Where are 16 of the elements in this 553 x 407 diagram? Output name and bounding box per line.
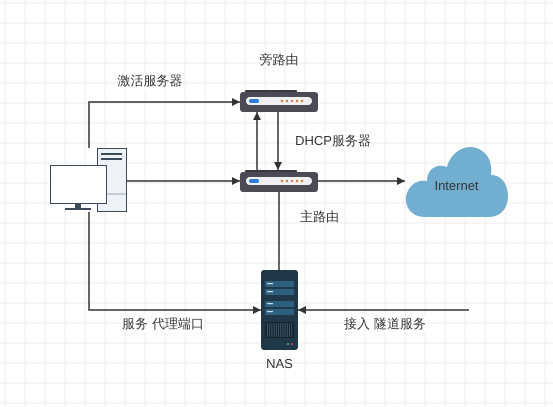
arrow xyxy=(127,177,240,185)
node-caption: 主路由 xyxy=(300,208,339,226)
edge-label: DHCP服务器 xyxy=(295,132,371,150)
arrow xyxy=(88,212,261,314)
arrow xyxy=(274,112,282,170)
edge-label: 服务 代理端口 xyxy=(122,315,204,333)
arrow xyxy=(298,306,469,314)
node-label: NAS xyxy=(266,356,293,371)
arrow xyxy=(88,98,240,148)
node-label: 旁路由 xyxy=(260,52,298,67)
edge-label: 接入 隧道服务 xyxy=(344,315,426,333)
arrow xyxy=(253,112,261,170)
arrow xyxy=(318,177,405,185)
edge-label: 激活服务器 xyxy=(118,72,182,90)
connector-line xyxy=(278,192,280,270)
node-label: Internet xyxy=(434,178,479,194)
